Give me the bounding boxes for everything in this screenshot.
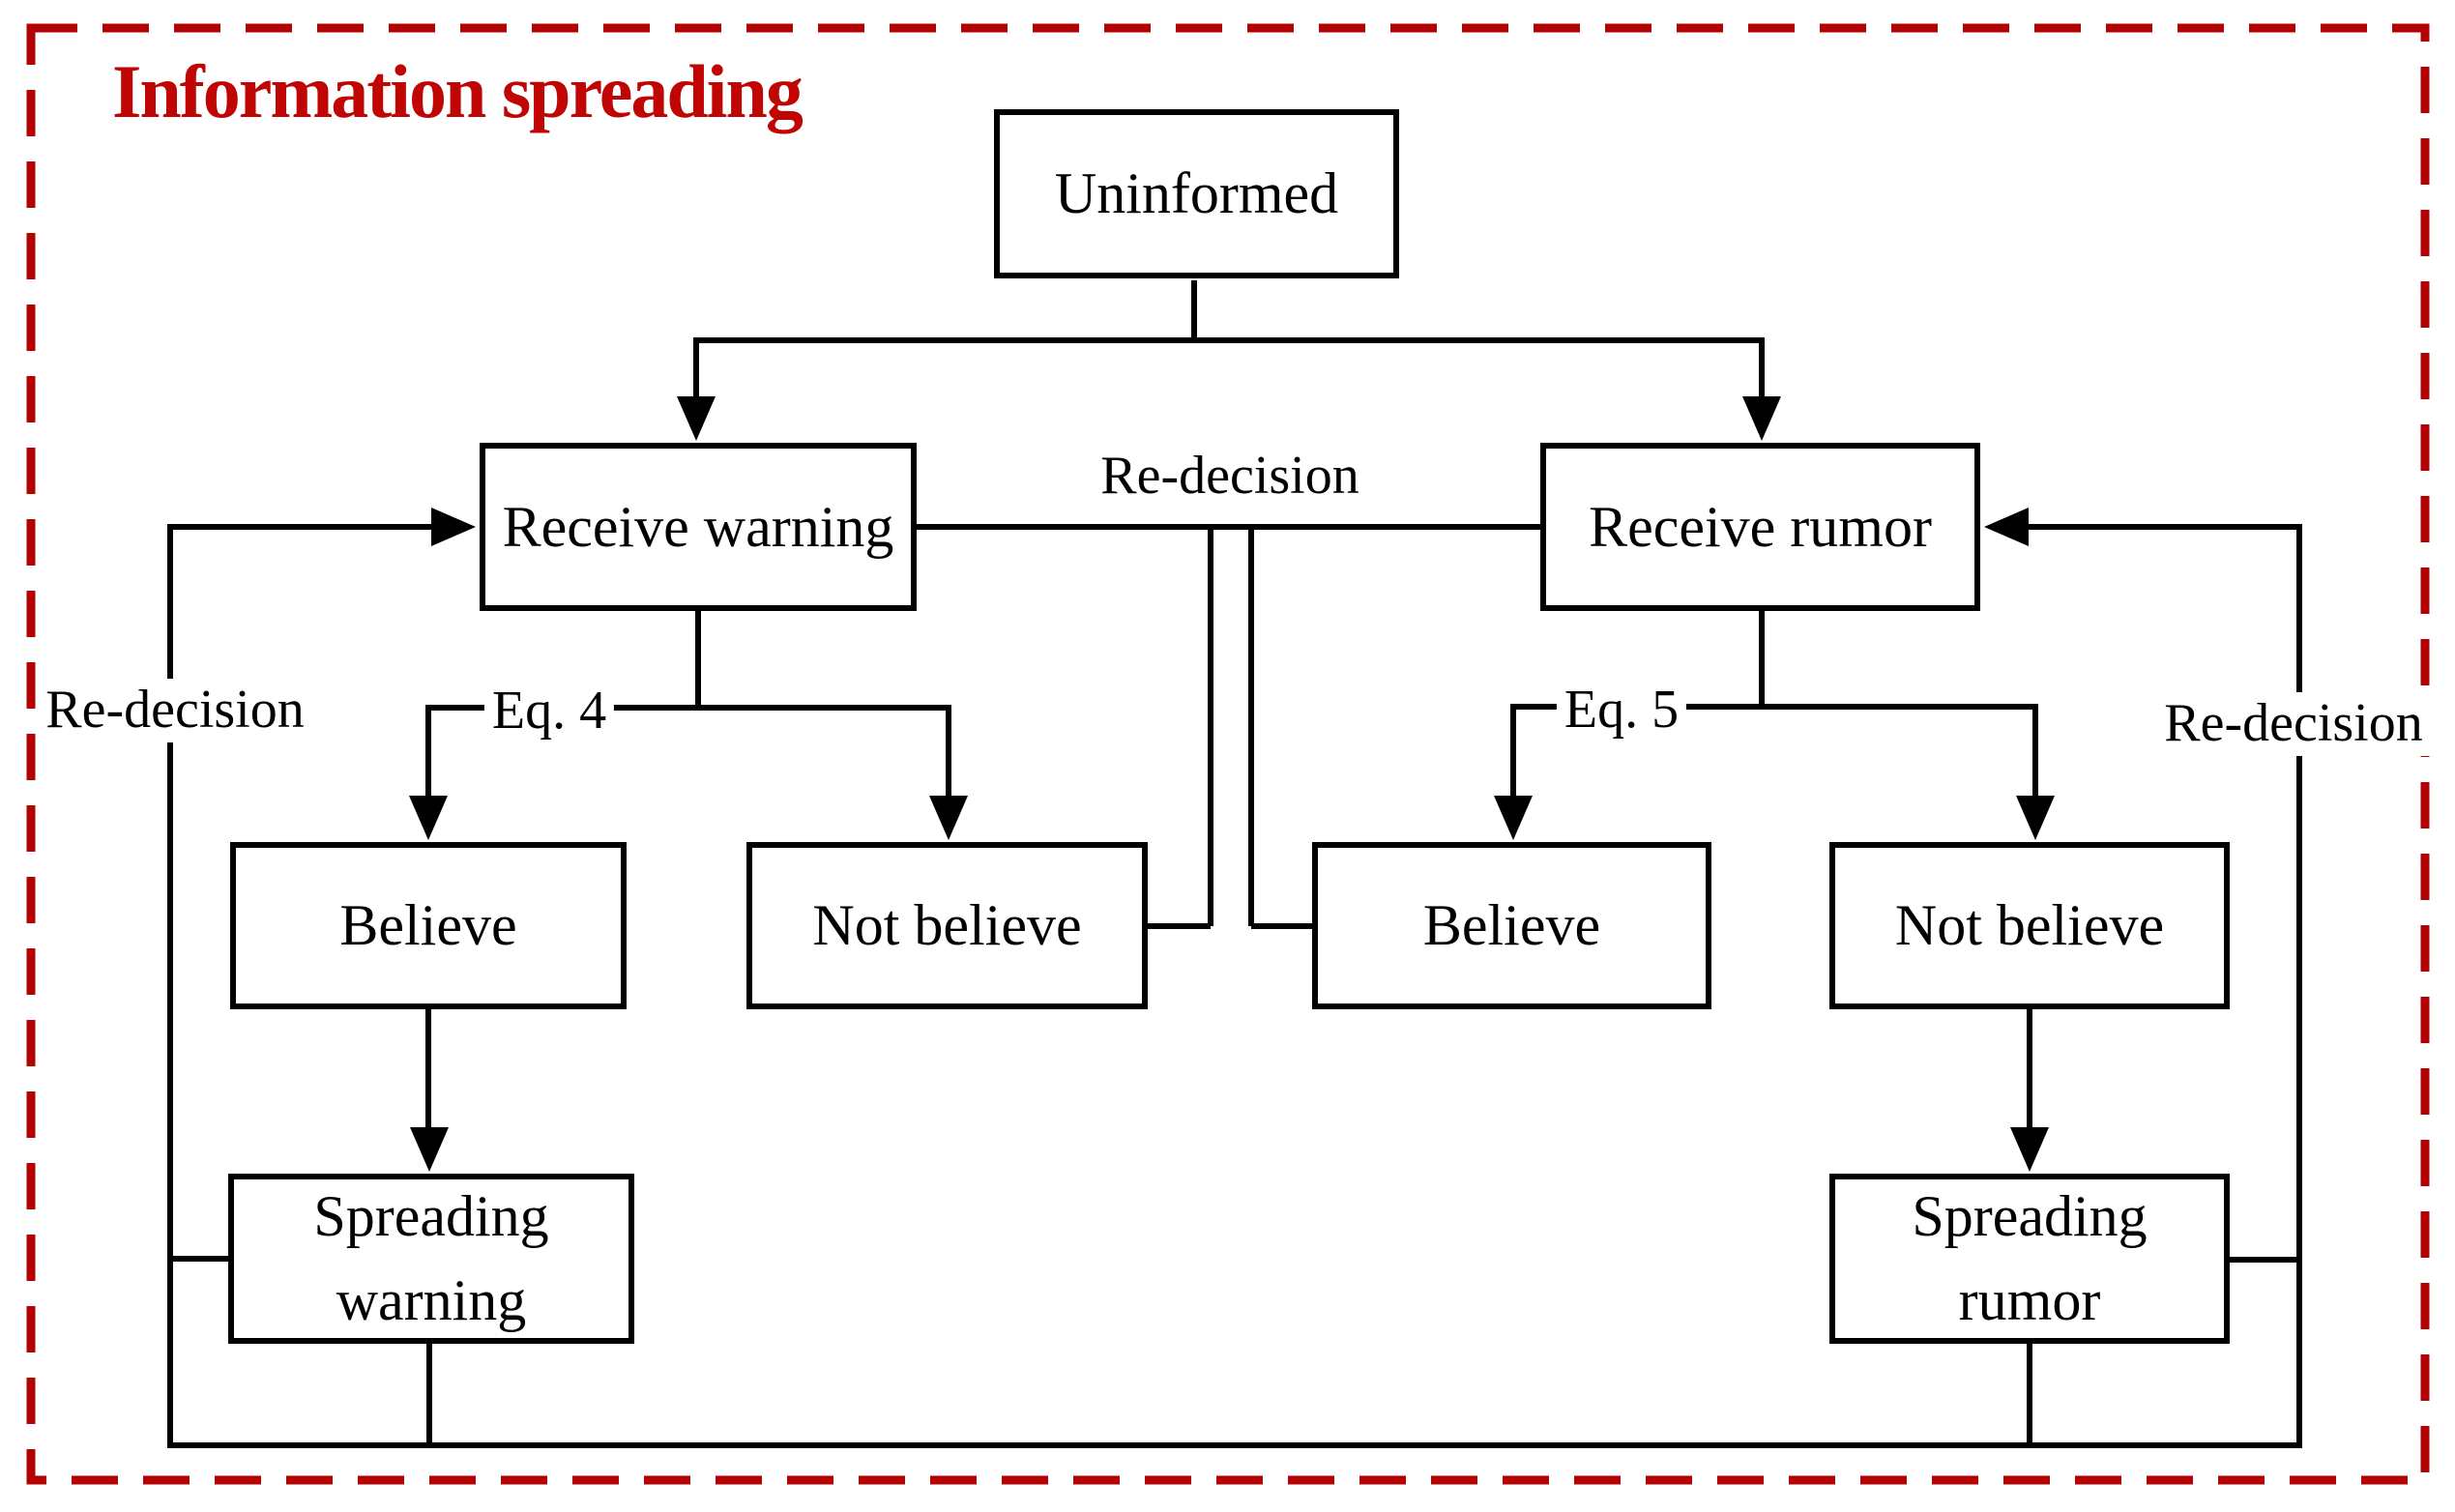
node-spreading-rumor-line2: rumor	[1958, 1268, 2101, 1332]
arrowhead-into-receive-warning-top	[677, 396, 716, 441]
node-receive-warning: Receive warning	[480, 443, 917, 611]
node-uninformed-label: Uninformed	[1054, 161, 1339, 225]
node-believe-rumor-label: Believe	[1422, 893, 1601, 957]
node-spreading-warning-label: Spreading warning	[313, 1175, 548, 1343]
arrowhead-into-believe-warning	[409, 796, 448, 840]
node-believe-warning: Believe	[230, 842, 627, 1009]
node-receive-rumor: Receive rumor	[1540, 443, 1980, 611]
arrowheads	[409, 396, 2055, 1172]
node-not-believe-warning-label: Not believe	[812, 893, 1082, 957]
node-not-believe-rumor-label: Not believe	[1894, 893, 2165, 957]
arrowhead-into-notbelieve-rumor	[2016, 796, 2055, 840]
node-spreading-warning-line2: warning	[336, 1268, 527, 1332]
node-believe-rumor: Believe	[1312, 842, 1711, 1009]
node-spreading-rumor-line1: Spreading	[1912, 1184, 2148, 1248]
label-re-decision-center: Re-decision	[1093, 445, 1367, 509]
label-re-decision-right: Re-decision	[2156, 692, 2431, 756]
node-spreading-warning-line1: Spreading	[313, 1184, 549, 1248]
diagram-title: Information spreading	[112, 49, 804, 133]
arrowhead-into-receive-rumor-right	[1984, 508, 2029, 546]
node-not-believe-warning: Not believe	[746, 842, 1148, 1009]
node-not-believe-rumor: Not believe	[1829, 842, 2230, 1009]
node-believe-warning-label: Believe	[339, 893, 517, 957]
arrowhead-into-spreading-rumor	[2010, 1127, 2049, 1172]
label-re-decision-left: Re-decision	[38, 679, 312, 742]
node-receive-warning-label: Receive warning	[502, 494, 894, 559]
arrowhead-into-believe-rumor	[1494, 796, 1533, 840]
node-spreading-rumor: Spreading rumor	[1829, 1174, 2230, 1344]
label-eq-4: Eq. 4	[483, 680, 615, 743]
arrowhead-into-notbelieve-warning	[929, 796, 968, 840]
label-eq-5: Eq. 5	[1556, 679, 1687, 742]
node-receive-rumor-label: Receive rumor	[1589, 494, 1932, 559]
arrowhead-into-receive-warning-left	[431, 508, 476, 546]
node-spreading-rumor-label: Spreading rumor	[1912, 1175, 2147, 1343]
arrowhead-into-receive-rumor-top	[1742, 396, 1781, 441]
node-uninformed: Uninformed	[994, 109, 1399, 278]
node-spreading-warning: Spreading warning	[228, 1174, 634, 1344]
arrowhead-into-spreading-warning	[410, 1127, 449, 1172]
